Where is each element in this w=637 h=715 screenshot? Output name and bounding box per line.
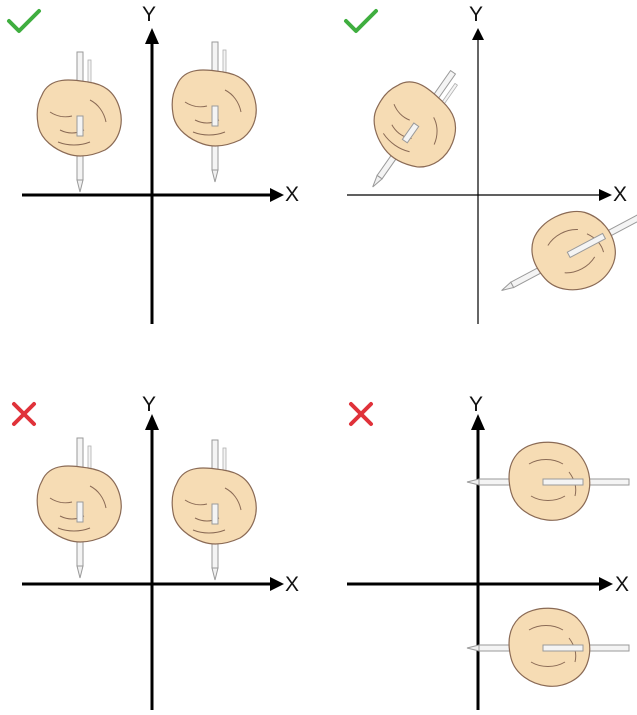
check-mark-icon (6, 8, 42, 34)
x-axis-label: X (285, 574, 299, 595)
y-axis-label: Y (469, 394, 483, 415)
x-axis-label: X (615, 574, 629, 595)
y-axis-label: Y (142, 4, 156, 25)
hand-holding-pencil-icon (37, 438, 121, 578)
hand-holding-pencil-icon (172, 440, 256, 580)
check-mark-icon (343, 8, 379, 34)
axes-top-right (319, 0, 637, 357)
panel-top-right: Y X (319, 0, 637, 357)
cross-mark-icon (10, 400, 38, 428)
y-axis-label: Y (142, 394, 156, 415)
panel-top-left: Y X (0, 0, 318, 357)
axes-bottom-left (0, 358, 318, 715)
hand-holding-pencil-icon (172, 42, 256, 182)
panel-bottom-right: Y X (319, 358, 637, 715)
hand-holding-pencil-icon (37, 52, 121, 192)
cross-mark-icon (347, 400, 375, 428)
x-axis-label: X (285, 184, 299, 205)
axes-top-left (0, 0, 318, 357)
panel-bottom-left: Y X (0, 358, 318, 715)
y-axis-label: Y (469, 4, 483, 25)
hand-holding-pencil-icon (338, 48, 487, 211)
hand-holding-pencil-icon (467, 608, 629, 686)
x-axis-label: X (613, 184, 627, 205)
hand-holding-pencil-icon (467, 442, 629, 520)
